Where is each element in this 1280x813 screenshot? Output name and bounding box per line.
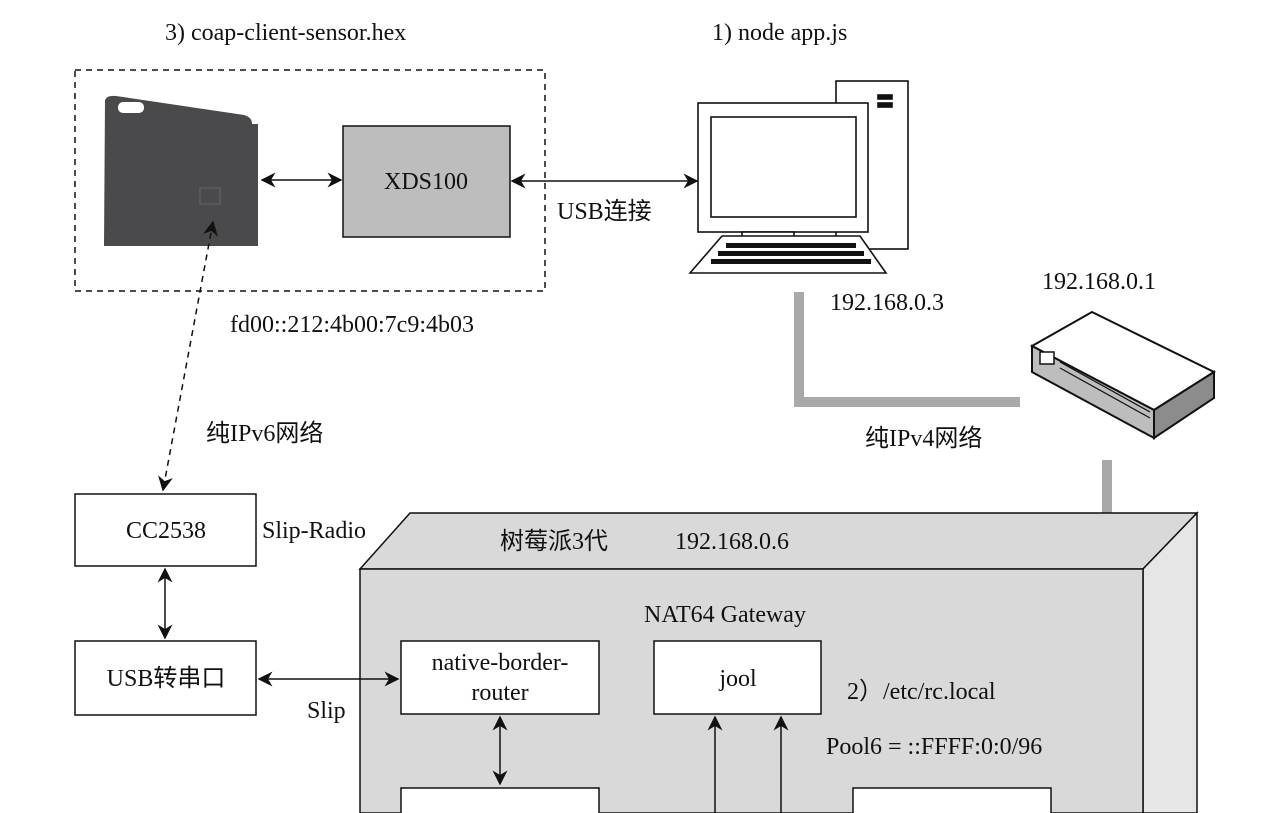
pi-name-label: 树莓派3代	[500, 528, 608, 555]
jool-box	[653, 640, 822, 715]
desktop-computer-icon	[688, 80, 909, 274]
step3-label: 3) coap-client-sensor.hex	[165, 20, 406, 46]
ipv6-radio-link	[158, 220, 218, 492]
xds100-label: XDS100	[384, 169, 468, 195]
ipv4-network-label: 纯IPv4网络	[865, 425, 982, 452]
rc-local-label: 2）/etc/rc.local	[847, 679, 996, 705]
cc2538-label: CC2538	[126, 518, 206, 544]
jool-label: jool	[718, 666, 757, 692]
usb-serial-label: USB转串口	[107, 665, 226, 692]
pi-ip-label: 192.168.0.6	[675, 529, 789, 555]
lower-left-box	[400, 787, 600, 813]
ipv4-link	[794, 292, 1020, 407]
sensor-group-frame	[74, 69, 546, 292]
usb-connection-label: USB连接	[557, 198, 652, 225]
usb-serial-box	[74, 640, 257, 716]
xds100-box	[342, 125, 511, 238]
nat64-gateway-label: NAT64 Gateway	[644, 602, 806, 628]
ipv6-network-label: 纯IPv6网络	[206, 420, 323, 447]
router-ip-label: 192.168.0.1	[1042, 269, 1156, 295]
cc2538-box	[74, 493, 257, 567]
step1-label: 1) node app.js	[712, 20, 847, 46]
pool6-label: Pool6 = ::FFFF:0:0/96	[826, 734, 1042, 760]
native-border-router-box	[400, 640, 600, 715]
nbr-label-line2: router	[471, 680, 528, 706]
slip-label: Slip	[307, 698, 346, 724]
pc-ip-label: 192.168.0.3	[830, 290, 944, 316]
router-icon	[1029, 310, 1217, 440]
slip-radio-label: Slip-Radio	[262, 518, 366, 544]
sensor-board-icon	[104, 95, 258, 246]
lower-right-box	[852, 787, 1052, 813]
sensor-address-label: fd00::212:4b00:7c9:4b03	[230, 312, 474, 338]
nbr-label-line1: native-border-	[432, 650, 569, 676]
